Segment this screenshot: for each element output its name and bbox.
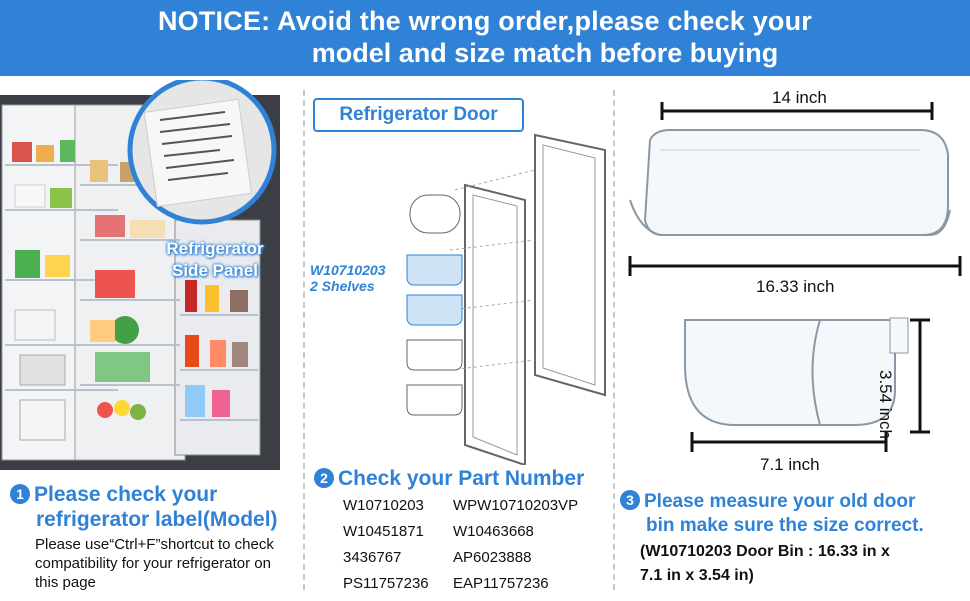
step-1-note-line1: Please use“Ctrl+F”shortcut to check (35, 536, 274, 553)
part-numbers-list: W10710203 WPW10710203VP W10451871 W1046366… (343, 497, 613, 601)
column-divider-left (303, 90, 305, 590)
notice-line-1: NOTICE: Avoid the wrong order,please che… (157, 6, 813, 36)
bin-spec: (W10710203 Door Bin : 16.33 in x 7.1 in … (640, 540, 890, 588)
bin-spec-line1: (W10710203 Door Bin : 16.33 in x (640, 543, 890, 560)
side-panel-callout-line2: Side Panel (172, 261, 258, 280)
refrigerator-door-label: Refrigerator Door (313, 98, 524, 132)
step-1-title-line1: Please check your (34, 483, 218, 506)
part-row: PS11757236 EAP11757236 (343, 575, 613, 601)
shelf-callout-line2: 2 Shelves (310, 278, 375, 294)
side-panel-callout: Refrigerator Side Panel (160, 238, 270, 282)
part-number: W10463668 (453, 523, 534, 540)
part-number: W10710203 (343, 497, 424, 514)
dimension-depth: 7.1 inch (760, 455, 820, 474)
notice-banner: NOTICE: Avoid the wrong order,please che… (0, 0, 970, 76)
shelf-callout: W10710203 2 Shelves (310, 262, 386, 294)
dimension-bottom: 16.33 inch (756, 277, 835, 296)
part-number: AP6023888 (453, 549, 532, 566)
step-1-note-line3: this page (35, 574, 96, 591)
part-number: EAP11757236 (453, 575, 549, 592)
part-number: PS11757236 (343, 575, 429, 592)
part-number: W10451871 (343, 523, 424, 540)
step-3-title-line1: Please measure your old door (644, 491, 916, 512)
step-3-number: 3 (620, 490, 640, 510)
step-1-note: Please use“Ctrl+F”shortcut to check comp… (35, 535, 274, 592)
shelf-callout-line1: W10710203 (310, 262, 386, 278)
step-2-title-text: Check your Part Number (338, 467, 585, 490)
part-number: WPW10710203VP (453, 497, 579, 514)
notice-line-2: model and size match before buying (311, 38, 779, 68)
dimension-top: 14 inch (772, 88, 827, 107)
part-row: 3436767 AP6023888 (343, 549, 613, 575)
step-1-note-line2: compatibility for your refrigerator on (35, 555, 271, 572)
part-row: W10451871 W10463668 (343, 523, 613, 549)
side-panel-callout-line1: Refrigerator (166, 239, 264, 258)
dimension-height: 3.54 inch (876, 370, 895, 439)
refrigerator-illustration (0, 80, 280, 470)
door-bin-diagram (628, 102, 962, 452)
door-exploded-diagram (406, 133, 606, 465)
step-1-number: 1 (10, 484, 30, 504)
part-row: W10710203 WPW10710203VP (343, 497, 613, 523)
column-divider-right (613, 90, 615, 590)
bin-spec-line2: 7.1 in x 3.54 in) (640, 567, 754, 584)
step-2-number: 2 (314, 468, 334, 488)
part-number: 3436767 (343, 549, 402, 566)
step-1-title-line2: refrigerator label(Model) (36, 508, 278, 531)
step-3-title-line2: bin make sure the size correct. (646, 515, 924, 536)
